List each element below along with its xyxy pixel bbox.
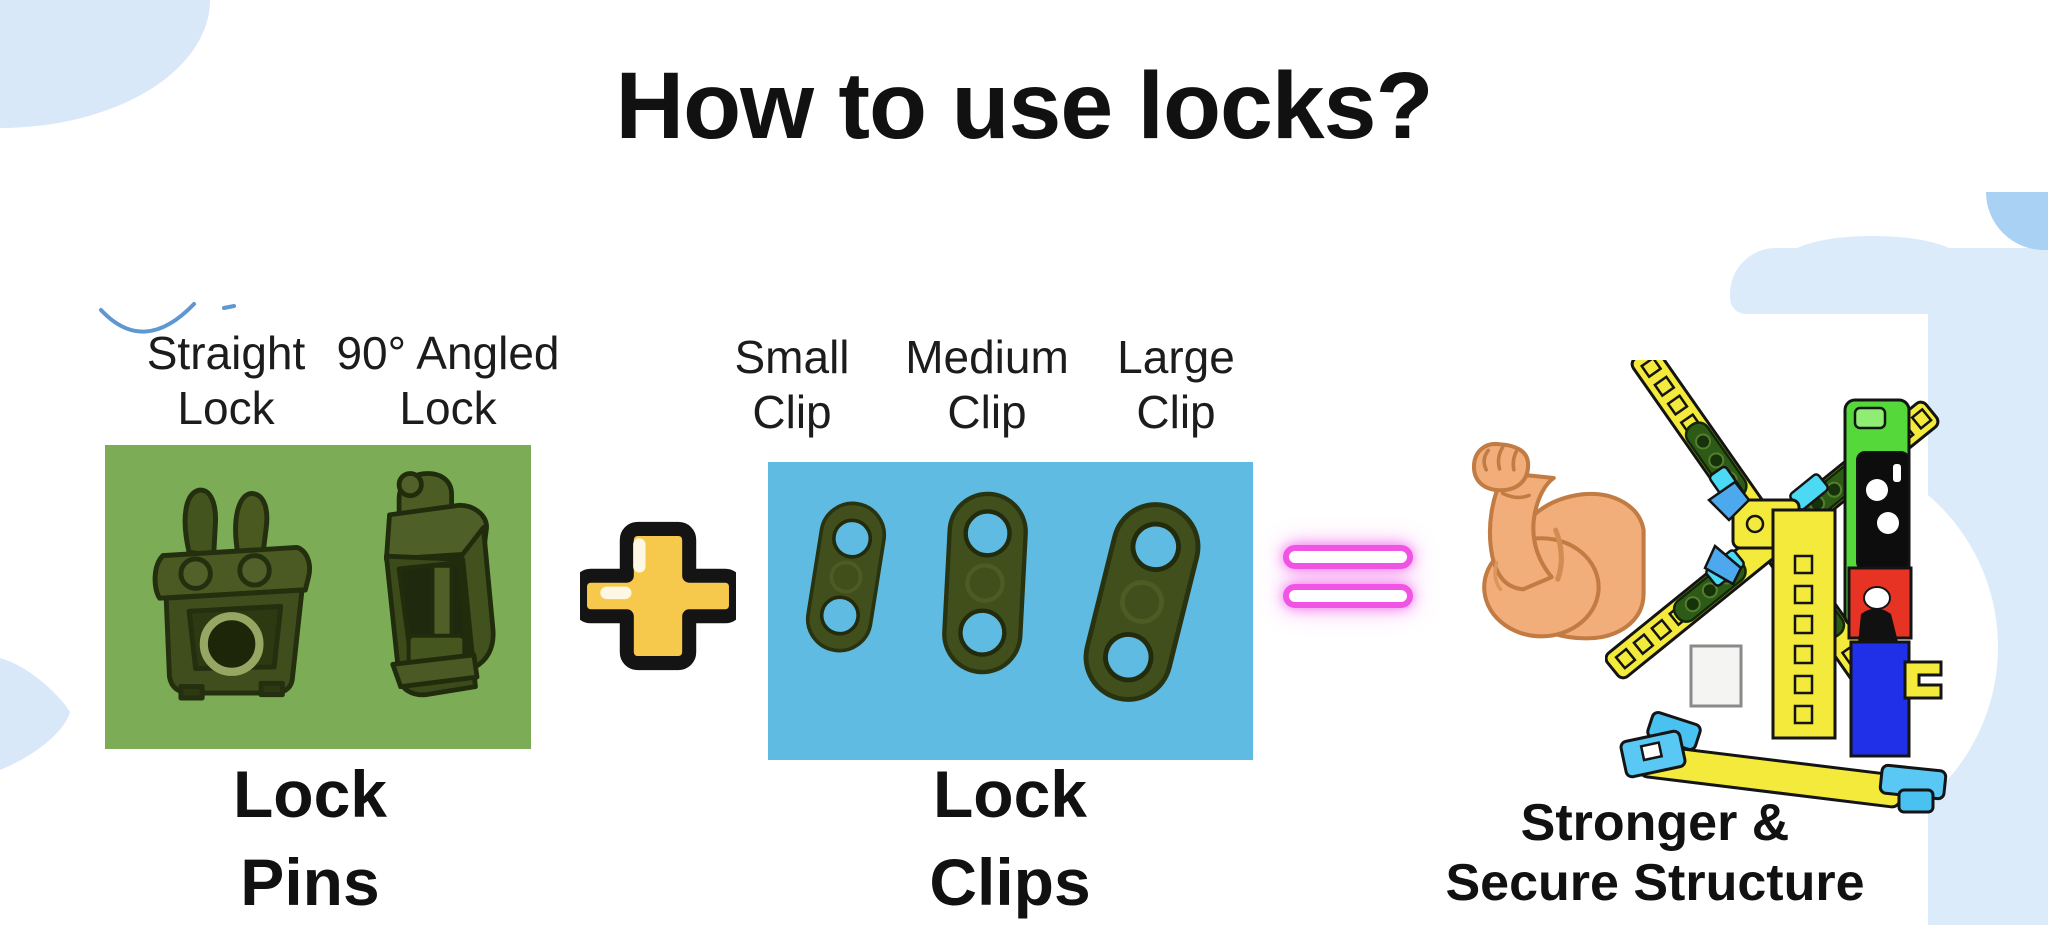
label-line: 90° Angled bbox=[336, 327, 560, 379]
lock-clips-photo-box bbox=[768, 462, 1253, 760]
label-large-clip: Large Clip bbox=[1056, 330, 1296, 440]
angled-lock-pin-photo bbox=[383, 471, 496, 698]
caption-lock-pins: Lock Pins bbox=[60, 750, 560, 925]
caption-stronger-secure: Stronger & Secure Structure bbox=[1385, 793, 1925, 913]
equals-bar-top bbox=[1283, 545, 1413, 569]
flexed-biceps-icon bbox=[1471, 442, 1646, 641]
equals-bar-bottom bbox=[1283, 584, 1413, 608]
large-clip-photo bbox=[1083, 502, 1201, 702]
straight-lock-pin-photo bbox=[152, 487, 312, 701]
page-title: How to use locks? bbox=[615, 53, 1433, 159]
label-line: Clip bbox=[752, 386, 832, 438]
toy-windmill-structure-icon bbox=[1605, 360, 1948, 814]
label-medium-clip: Medium Clip bbox=[867, 330, 1107, 440]
label-line: Clip bbox=[1136, 386, 1216, 438]
bottom-left-blue-wedge bbox=[0, 658, 70, 770]
plus-sign-icon bbox=[580, 521, 736, 671]
label-line: Straight bbox=[146, 327, 306, 379]
blue-arc-doodle bbox=[99, 302, 236, 334]
label-line: Lock bbox=[399, 382, 497, 434]
label-line: Small bbox=[734, 331, 850, 383]
top-right-accent-wedge bbox=[1986, 192, 2048, 250]
caption-line: Pins bbox=[240, 845, 380, 919]
caption-line: Stronger & bbox=[1520, 794, 1790, 852]
caption-lock-clips: Lock Clips bbox=[760, 750, 1260, 925]
label-line: Medium bbox=[905, 331, 1069, 383]
caption-line: Lock bbox=[232, 757, 388, 831]
label-small-clip: Small Clip bbox=[672, 330, 912, 440]
medium-clip-photo bbox=[942, 491, 1028, 675]
label-line: Large bbox=[1117, 331, 1235, 383]
caption-line: Clips bbox=[929, 845, 1091, 919]
lock-pins-photo-box bbox=[105, 445, 531, 749]
label-angled-lock: 90° Angled Lock bbox=[328, 326, 568, 436]
small-clip-photo bbox=[805, 501, 887, 653]
caption-line: Lock bbox=[932, 757, 1088, 831]
caption-line: Secure Structure bbox=[1445, 854, 1865, 912]
label-line: Lock bbox=[177, 382, 275, 434]
label-straight-lock: Straight Lock bbox=[106, 326, 346, 436]
label-line: Clip bbox=[947, 386, 1027, 438]
